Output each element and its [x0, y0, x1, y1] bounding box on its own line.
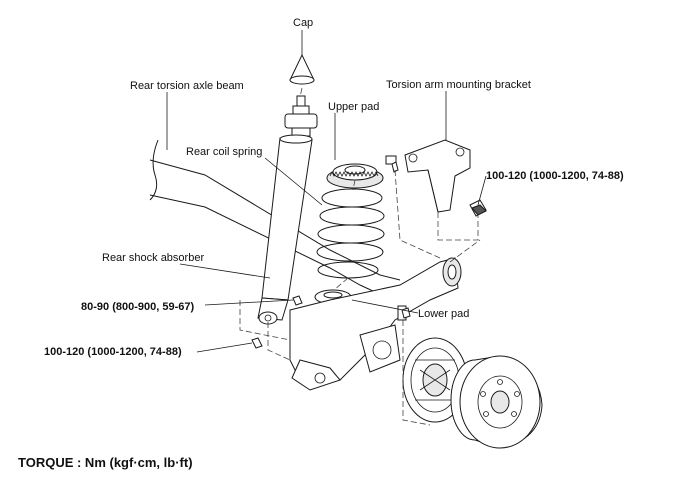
- torsion-arm-mounting-bracket-label: Torsion arm mounting bracket: [386, 79, 531, 91]
- bracket-bolt-torque-label: 100-120 (1000-1200, 74-88): [486, 170, 624, 182]
- bracket-drawing: [385, 139, 487, 217]
- coil-spring-drawing: [316, 188, 385, 279]
- upper-pad-label: Upper pad: [328, 101, 380, 113]
- leader-lines: [166, 30, 487, 353]
- trailing-arm-drawing: [289, 257, 462, 391]
- cap-drawing: [289, 53, 315, 85]
- upper-pad-drawing: [326, 163, 384, 189]
- lower-pad-label: Lower pad: [418, 308, 470, 320]
- rear-shock-absorber-label: Rear shock absorber: [102, 252, 205, 264]
- rear-coil-spring-label: Rear coil spring: [186, 146, 263, 158]
- brake-drum-drawing: [450, 355, 543, 449]
- shock-upper-bolt-torque-label: 80-90 (800-900, 59-67): [81, 301, 195, 313]
- shock-absorber-drawing: [257, 95, 318, 325]
- assembly-lines: [239, 87, 481, 426]
- torque-units-footer: TORQUE : Nm (kgf·cm, lb·ft): [18, 455, 193, 470]
- shock-lower-bolt-torque-label: 100-120 (1000-1200, 74-88): [44, 346, 182, 358]
- rear-torsion-axle-beam-label: Rear torsion axle beam: [130, 80, 244, 92]
- cap-label: Cap: [293, 17, 314, 29]
- bolts-drawing: [251, 204, 487, 349]
- axle-beam-drawing: [149, 139, 401, 293]
